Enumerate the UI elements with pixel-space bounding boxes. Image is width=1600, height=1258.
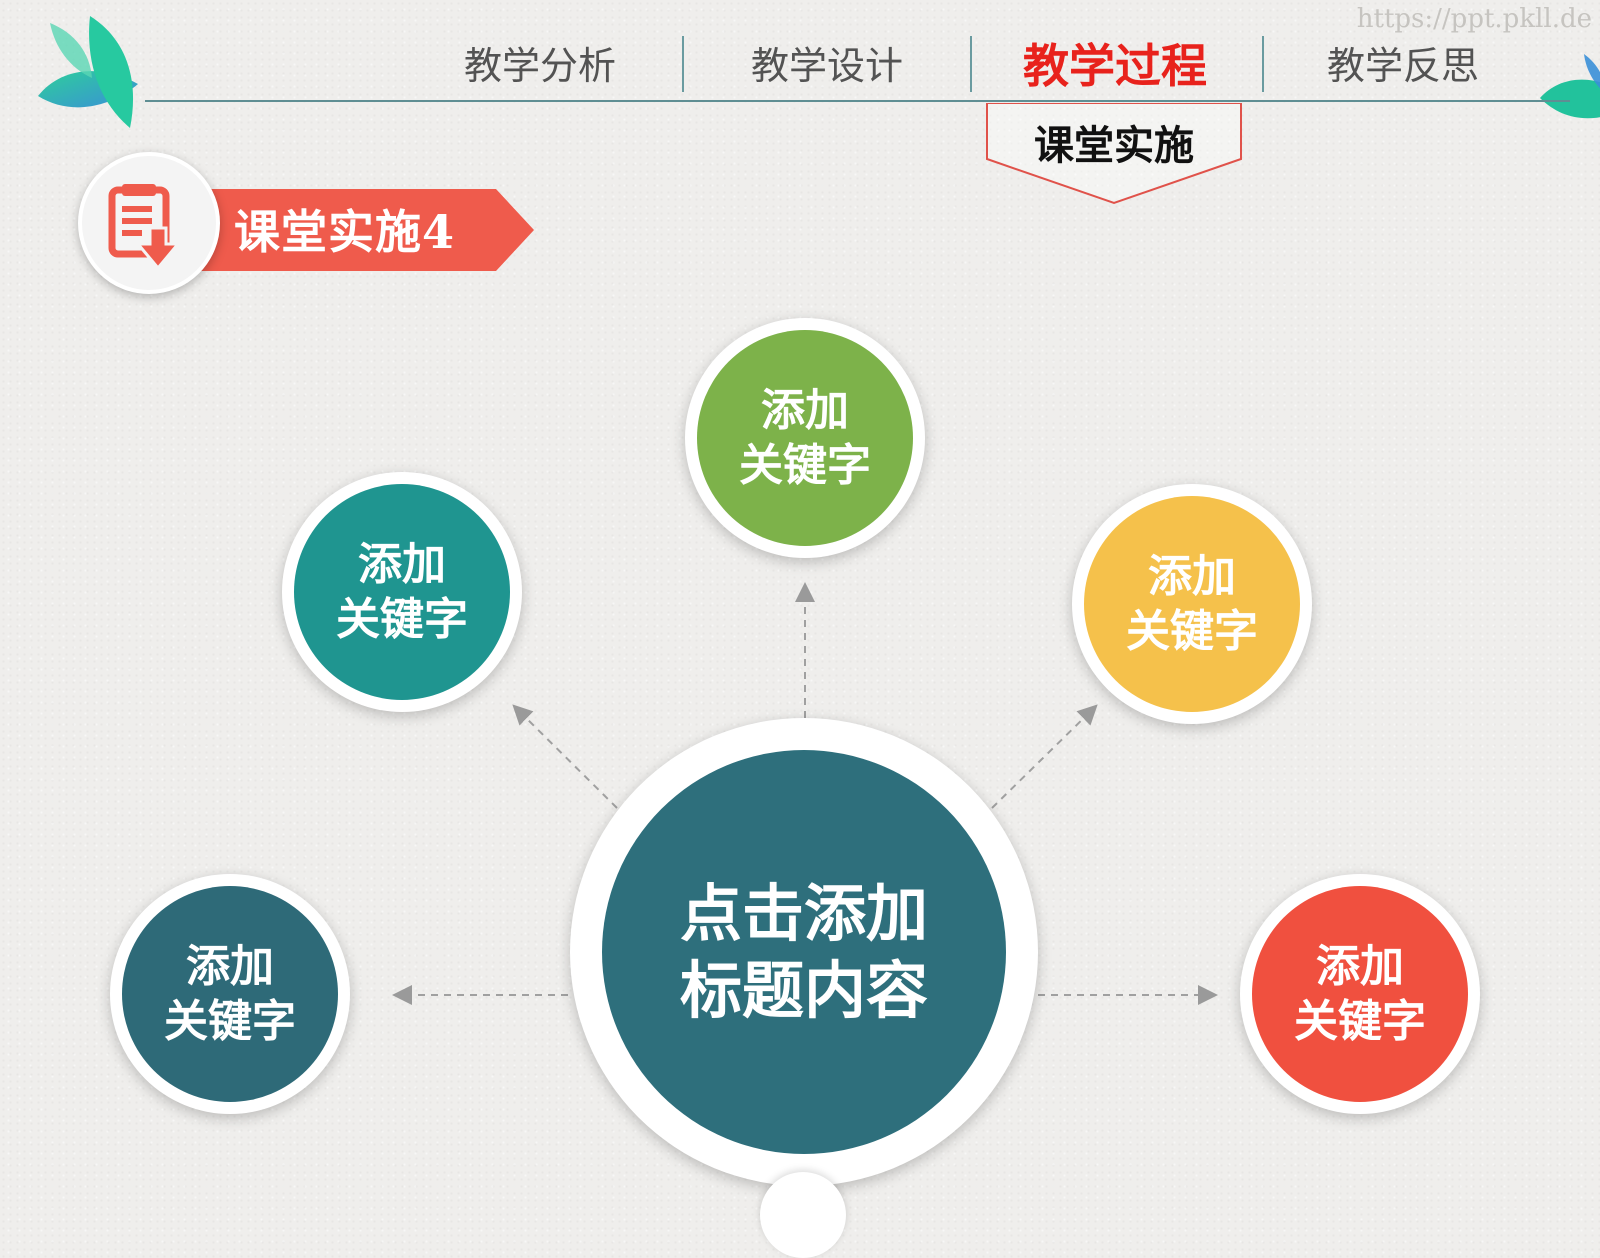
sub-tab-pointer: [986, 103, 1242, 205]
keyword-node-fill: 添加 关键字: [1252, 886, 1468, 1102]
tab-teaching-design[interactable]: 教学设计: [750, 44, 903, 88]
keyword-node-fill: 添加 关键字: [1084, 496, 1300, 712]
nav-divider: [682, 36, 684, 92]
tab-teaching-reflection[interactable]: 教学反思: [1326, 44, 1479, 88]
keyword-node-fill: 添加 关键字: [697, 330, 913, 546]
center-title-line1: 点击添加: [679, 876, 928, 950]
keyword-node-lower-left[interactable]: 添加 关键字: [110, 874, 350, 1114]
section-title: 课堂实施4: [234, 205, 456, 259]
tab-teaching-analysis[interactable]: 教学分析: [463, 44, 616, 88]
keyword-node-fill: 添加 关键字: [122, 886, 338, 1102]
keyword-node-top[interactable]: 添加 关键字: [685, 318, 925, 558]
keyword-line1: 添加: [358, 539, 446, 590]
keyword-line2: 关键字: [336, 594, 468, 645]
keyword-line2: 关键字: [1126, 606, 1258, 657]
arrow-to-upper-right: [991, 704, 1098, 809]
keyword-node-fill: 添加 关键字: [294, 484, 510, 700]
nav-divider: [970, 36, 972, 92]
nav-divider: [1262, 36, 1264, 92]
connector-arrows: [392, 582, 1218, 1005]
keyword-line2: 关键字: [1294, 996, 1426, 1047]
center-node-fill: 点击添加 标题内容: [602, 750, 1006, 1154]
keyword-line1: 添加: [186, 941, 274, 992]
keyword-line2: 关键字: [739, 440, 871, 491]
arrow-to-upper-left: [512, 704, 618, 809]
nav-underline: [145, 100, 1570, 102]
sub-tab-label: 课堂实施: [1034, 123, 1194, 169]
tab-teaching-process[interactable]: 教学过程: [1023, 39, 1207, 93]
keyword-line1: 添加: [1148, 551, 1236, 602]
keyword-line1: 添加: [1316, 941, 1404, 992]
leaf-decoration-left: [38, 16, 138, 128]
bottom-partial-circle: [760, 1172, 846, 1258]
keyword-node-upper-left[interactable]: 添加 关键字: [282, 472, 522, 712]
keyword-line1: 添加: [761, 385, 849, 436]
leaf-decoration-right: [1540, 54, 1600, 119]
center-node[interactable]: 点击添加 标题内容: [570, 718, 1038, 1186]
keyword-node-lower-right[interactable]: 添加 关键字: [1240, 874, 1480, 1114]
watermark-url: https://ppt.pkll.de: [1356, 4, 1592, 34]
keyword-node-upper-right[interactable]: 添加 关键字: [1072, 484, 1312, 724]
document-download-icon: [108, 184, 182, 268]
section-ribbon: [196, 189, 534, 271]
keyword-line2: 关键字: [164, 996, 296, 1047]
center-title-line2: 标题内容: [679, 954, 928, 1027]
